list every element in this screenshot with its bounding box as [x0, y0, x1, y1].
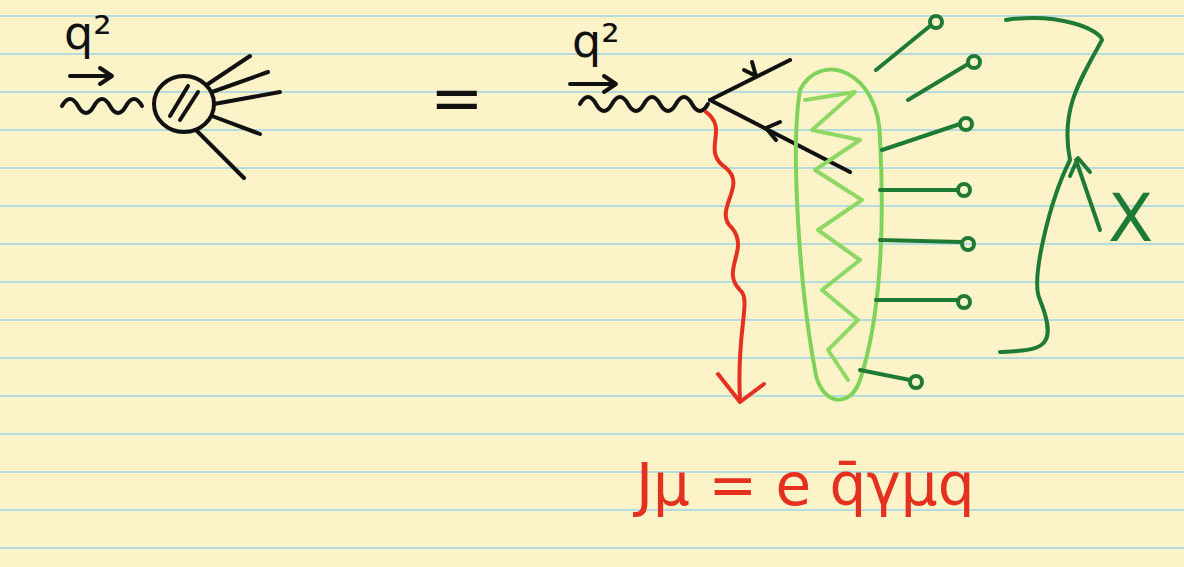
current-formula: Jμ = e q̄γμq — [636, 456, 974, 514]
hadronization — [796, 16, 1102, 400]
blob-hatch — [170, 86, 198, 120]
momentum-label: q² — [572, 18, 620, 64]
hadron-oval — [796, 70, 882, 400]
momentum-label: q² — [64, 10, 112, 56]
quark-line — [710, 60, 790, 100]
bracket — [1000, 18, 1102, 352]
left-diagram — [62, 56, 280, 178]
ruled-lines — [0, 16, 1184, 548]
blob — [154, 76, 214, 132]
equals-sign: = — [430, 66, 484, 130]
photon-line — [580, 97, 708, 111]
antiquark-arrow — [766, 122, 780, 140]
current-pointer — [706, 112, 764, 402]
momentum-arrow — [570, 76, 616, 92]
photon-line — [62, 99, 142, 113]
outgoing-lines — [196, 56, 280, 178]
gluon-zigzag — [805, 92, 862, 380]
momentum-arrow — [70, 68, 112, 84]
bracket-arrow — [1070, 158, 1100, 230]
final-state-label: X — [1108, 186, 1153, 252]
quark-arrow — [744, 62, 756, 76]
